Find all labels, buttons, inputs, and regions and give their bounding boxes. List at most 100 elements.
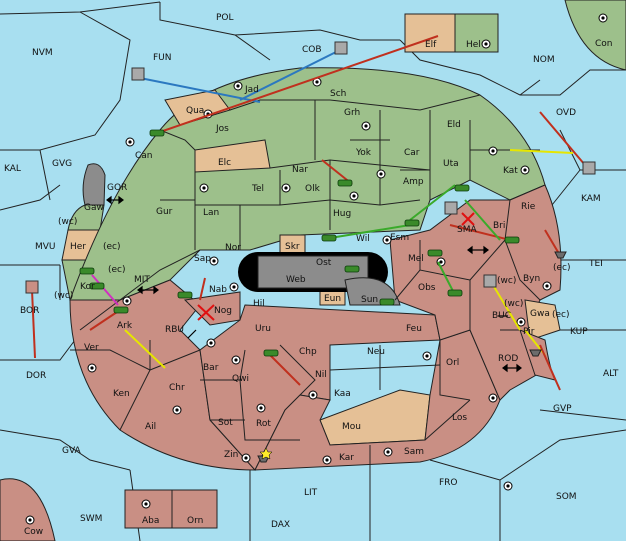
label-COB: COB bbox=[302, 45, 322, 55]
label-Sot: Sot bbox=[218, 418, 233, 428]
label-Amp: Amp bbox=[403, 177, 424, 187]
label-KUP: KUP bbox=[570, 327, 588, 337]
label-Kar: Kar bbox=[339, 453, 354, 463]
label-FUN: FUN bbox=[153, 53, 172, 63]
label-Sam: Sam bbox=[404, 447, 424, 457]
label-ec3: (ec) bbox=[553, 263, 571, 273]
red-internal-borders bbox=[70, 239, 520, 470]
label-Web: Web bbox=[286, 275, 306, 285]
label-Tel: Tel bbox=[251, 184, 264, 194]
label-Nar: Nar bbox=[292, 165, 308, 175]
army-units bbox=[79, 129, 520, 357]
label-Wil: Wil bbox=[356, 234, 370, 244]
label-Eld: Eld bbox=[447, 120, 461, 130]
orn-land bbox=[171, 489, 218, 529]
label-wc1: (wc) bbox=[58, 217, 77, 227]
label-Skr: Skr bbox=[285, 242, 300, 252]
fleet-units bbox=[25, 41, 596, 463]
label-SMA: SMA bbox=[457, 225, 477, 235]
label-GVA: GVA bbox=[62, 446, 82, 456]
label-ec2: (ec) bbox=[108, 265, 126, 275]
label-Kor: Kor bbox=[80, 282, 95, 292]
label-MVU: MVU bbox=[35, 242, 56, 252]
label-OVD: OVD bbox=[556, 108, 576, 118]
label-Jos: Jos bbox=[215, 124, 229, 134]
elf-land bbox=[404, 13, 456, 53]
label-Esm: Esm bbox=[390, 233, 409, 243]
label-Bri: Bri bbox=[493, 221, 505, 231]
label-Sun: Sun bbox=[361, 295, 378, 305]
label-Rie: Rie bbox=[521, 202, 536, 212]
label-Gaw: Gaw bbox=[84, 203, 104, 213]
label-Can: Can bbox=[135, 151, 153, 161]
label-Mel: Mel bbox=[408, 254, 424, 264]
label-Jad: Jad bbox=[244, 85, 259, 95]
label-GVP: GVP bbox=[553, 404, 572, 414]
label-Rot: Rot bbox=[256, 419, 271, 429]
label-wc4: (wc) bbox=[504, 299, 523, 309]
green-power-region bbox=[69, 67, 546, 301]
supply-centers bbox=[25, 13, 608, 525]
label-Olk: Olk bbox=[305, 184, 321, 194]
label-Elc: Elc bbox=[218, 158, 231, 168]
label-Mou: Mou bbox=[342, 422, 361, 432]
label-Chr: Chr bbox=[169, 383, 185, 393]
label-Neu: Neu bbox=[367, 347, 385, 357]
label-SWM: SWM bbox=[80, 514, 102, 524]
gaw-impassable bbox=[82, 163, 106, 206]
hel-land bbox=[454, 13, 499, 53]
label-Gwa: Gwa bbox=[530, 309, 550, 319]
label-Byn: Byn bbox=[523, 274, 540, 284]
label-Hug: Hug bbox=[333, 209, 351, 219]
label-ALT: ALT bbox=[603, 369, 619, 379]
label-LIT: LIT bbox=[304, 488, 318, 498]
label-Obs: Obs bbox=[418, 283, 436, 293]
label-Eun: Eun bbox=[324, 294, 341, 304]
label-Ver: Ver bbox=[84, 343, 99, 353]
label-Nor: Nor bbox=[225, 243, 241, 253]
label-Yok: Yok bbox=[355, 148, 372, 158]
label-Ail: Ail bbox=[145, 422, 156, 432]
label-Ark: Ark bbox=[117, 321, 133, 331]
label-Sch: Sch bbox=[330, 89, 346, 99]
label-Sap: Sap bbox=[194, 254, 211, 264]
label-Nil: Nil bbox=[315, 370, 327, 380]
label-Qua: Qua bbox=[186, 106, 204, 116]
label-Feu: Feu bbox=[406, 324, 422, 334]
aba-land bbox=[124, 489, 173, 529]
label-Zin: Zin bbox=[224, 450, 238, 460]
label-DOR: DOR bbox=[26, 371, 46, 381]
label-Lan: Lan bbox=[203, 208, 219, 218]
label-SOM: SOM bbox=[556, 492, 577, 502]
label-NOM: NOM bbox=[533, 55, 555, 65]
green-internal-borders bbox=[119, 94, 540, 301]
label-Ost: Ost bbox=[316, 258, 332, 268]
label-Ken: Ken bbox=[113, 389, 130, 399]
gwa-land bbox=[524, 299, 561, 341]
label-Elf: Elf bbox=[425, 40, 437, 50]
label-Hel: Hel bbox=[466, 40, 481, 50]
label-FRO: FRO bbox=[439, 478, 458, 488]
label-Gur: Gur bbox=[156, 207, 173, 217]
label-NVM: NVM bbox=[32, 48, 53, 58]
connection-arrows bbox=[106, 195, 522, 373]
label-ec1: (ec) bbox=[103, 242, 121, 252]
label-KAM: KAM bbox=[581, 194, 601, 204]
label-Aba: Aba bbox=[142, 516, 159, 526]
label-TEI: TEI bbox=[588, 259, 603, 269]
label-Qwi: Qwi bbox=[232, 374, 249, 384]
label-GVG: GVG bbox=[52, 159, 72, 169]
label-Cow: Cow bbox=[24, 527, 43, 537]
label-BOR: BOR bbox=[20, 306, 39, 316]
label-BUC: BUC bbox=[492, 311, 511, 321]
label-POL: POL bbox=[216, 13, 234, 23]
label-wc3: (wc) bbox=[497, 276, 516, 286]
label-Grh: Grh bbox=[344, 108, 360, 118]
order-lines bbox=[31, 35, 586, 391]
label-Car: Car bbox=[404, 148, 420, 158]
label-Nab: Nab bbox=[209, 285, 227, 295]
label-wc2: (wc) bbox=[54, 291, 73, 301]
label-RBU: RBU bbox=[165, 325, 184, 335]
label-ROD: ROD bbox=[498, 354, 518, 364]
label-Hil: Hil bbox=[253, 299, 265, 309]
